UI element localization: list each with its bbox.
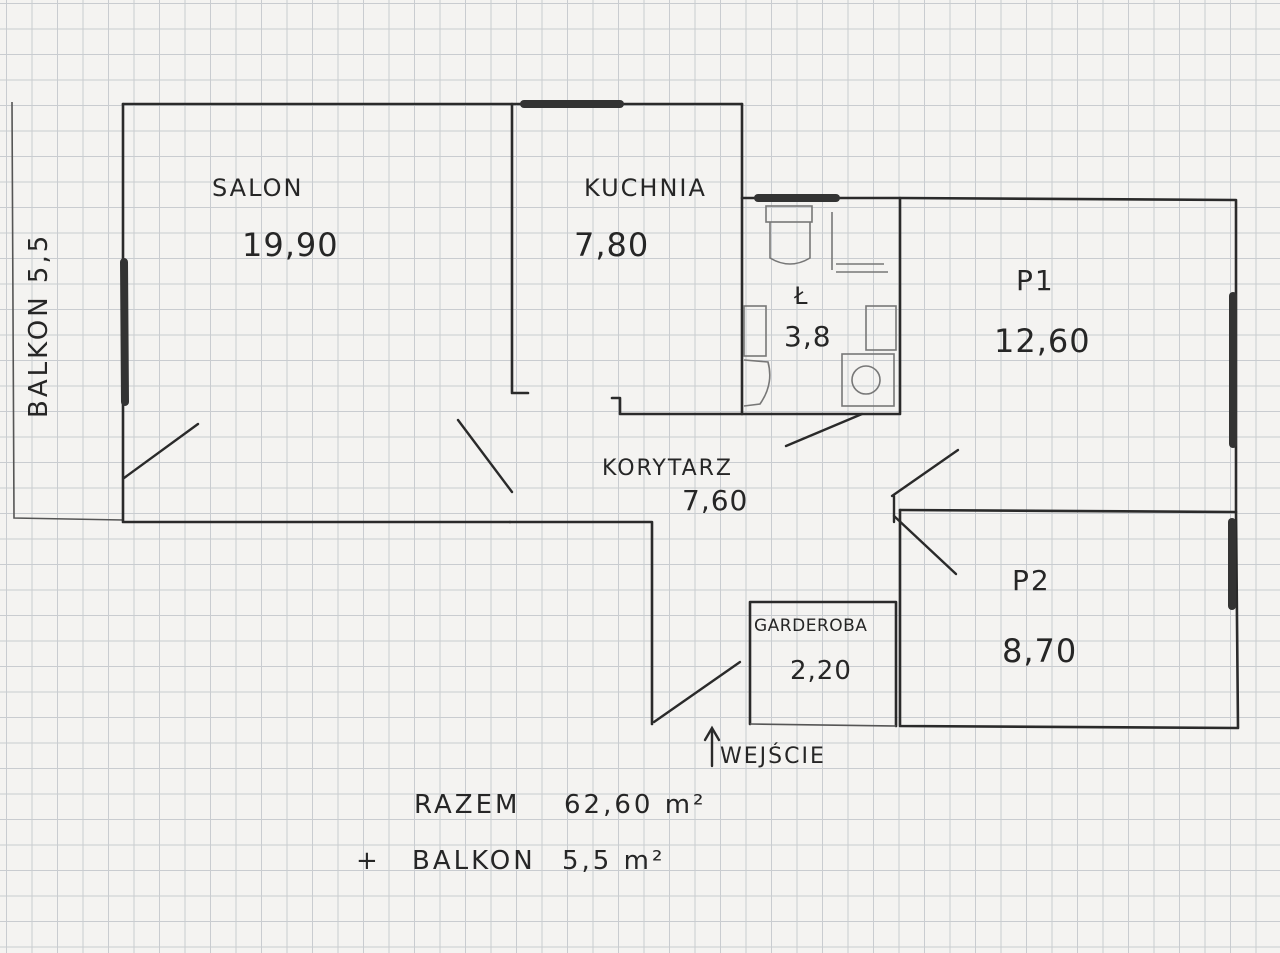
washing-machine-icon	[841, 353, 895, 407]
corridor-area: 7,60	[682, 484, 749, 517]
bathroom-door	[784, 412, 864, 448]
p2-walls	[898, 508, 1240, 730]
sink-icon	[743, 305, 767, 357]
cabinet-icon	[865, 305, 897, 351]
bathroom-label: Ł	[794, 282, 810, 310]
salon-label: SALON	[212, 174, 304, 202]
balcony-outline	[11, 101, 124, 521]
entrance-label: WEJŚCIE	[720, 744, 826, 769]
washing-machine-drum	[851, 365, 881, 395]
balcony-prefix: +	[356, 846, 381, 876]
garderoba-area: 2,20	[790, 656, 852, 686]
p1-area: 12,60	[994, 322, 1091, 360]
kitchen-label: KUCHNIA	[584, 174, 707, 202]
salon-door-left	[122, 422, 200, 480]
total-value: 62,60 m²	[564, 790, 707, 820]
arrow-head-icon	[703, 725, 721, 742]
total-label: RAZEM	[414, 790, 521, 820]
toilet-icon	[769, 222, 811, 265]
p2-area: 8,70	[1002, 632, 1078, 670]
garderoba-walls	[748, 600, 898, 728]
corridor-walls	[508, 520, 654, 726]
balcony-summary-label: BALKON	[412, 846, 536, 876]
corridor-label: KORYTARZ	[602, 456, 733, 481]
salon-window	[120, 258, 129, 406]
p2-label: P2	[1012, 564, 1051, 597]
washbasin-icon	[743, 359, 771, 407]
p1-door	[890, 448, 960, 498]
balcony-summary-value: 5,5 m²	[562, 846, 666, 876]
kitchen-right-wall	[610, 102, 744, 416]
toilet-tank	[765, 205, 813, 223]
kitchen-area: 7,80	[574, 226, 650, 264]
garderoba-bottom	[749, 723, 897, 727]
bathroom-area: 3,8	[784, 320, 832, 353]
salon-walls	[121, 102, 512, 524]
salon-door-right	[456, 418, 514, 494]
salon-area: 19,90	[242, 226, 339, 264]
balcony-side-label: BALKON 5,5	[24, 232, 54, 418]
garderoba-label: GARDEROBA	[754, 616, 868, 636]
kitchen-left-wall	[510, 102, 530, 395]
p2-door	[892, 514, 958, 576]
entrance-door	[652, 660, 742, 724]
p1-label: P1	[1016, 264, 1055, 297]
